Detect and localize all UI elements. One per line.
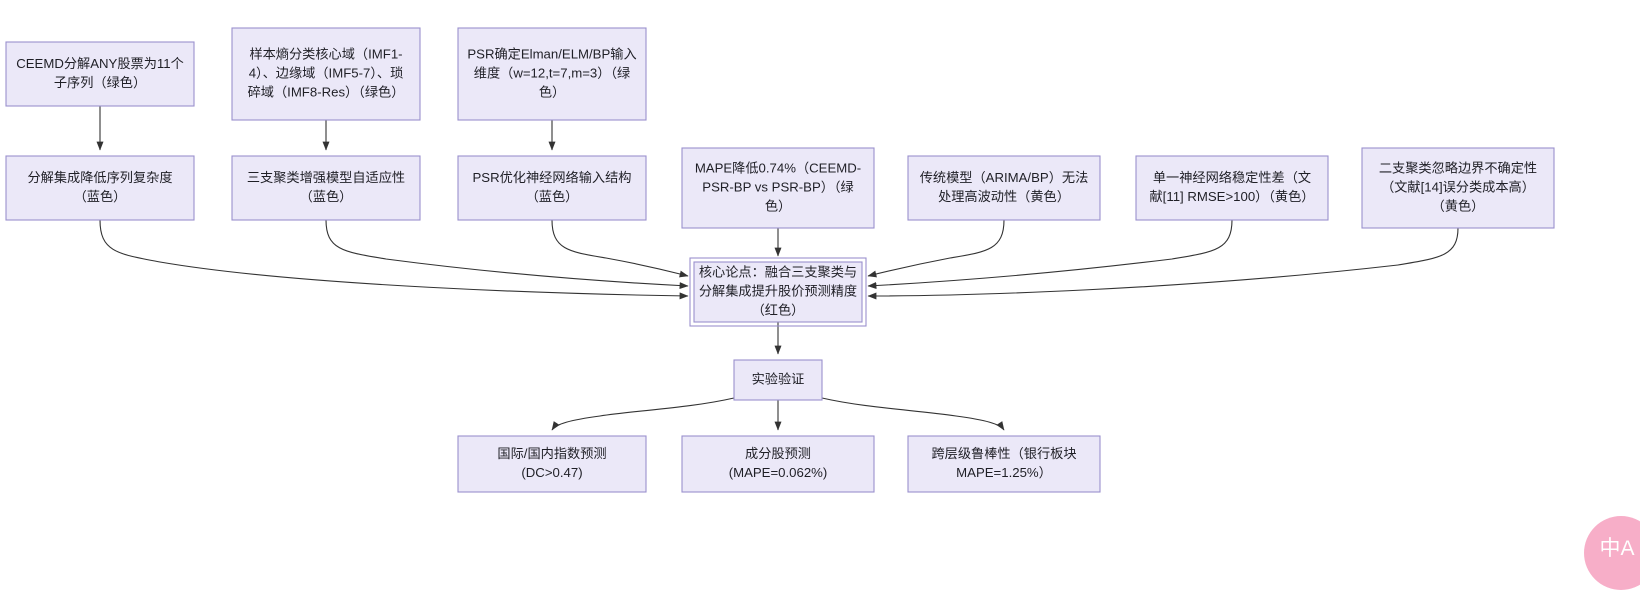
node-two-way-boundary[interactable]: 二支聚类忽略边界不确定性 （文献[14]误分类成本高） （黄色） bbox=[1361, 147, 1555, 229]
edge-n-single-nn-unstable-to-n-core-claim bbox=[867, 219, 1233, 290]
node-psr-optimize[interactable]: PSR优化神经网络输入结构 （蓝色） bbox=[457, 155, 647, 221]
edge-n-three-way-adaptive-to-n-core-claim bbox=[325, 219, 689, 290]
edge-n-experiment-to-n-index-forecast bbox=[551, 397, 735, 431]
node-three-way-adaptive[interactable]: 三支聚类增强模型自适应性 （蓝色） bbox=[231, 155, 421, 221]
node-reduce-complexity[interactable]: 分解集成降低序列复杂度 （蓝色） bbox=[5, 155, 195, 221]
node-text-line: 分解集成降低序列复杂度 bbox=[27, 170, 172, 185]
edge-n-two-way-boundary-to-n-core-claim bbox=[867, 227, 1459, 300]
node-text-line: （蓝色） bbox=[526, 188, 579, 204]
node-text-line: （文献[14]误分类成本高） bbox=[1381, 178, 1535, 194]
node-text-line: 献[11] RMSE>100）（黄色） bbox=[1149, 188, 1314, 204]
node-box bbox=[231, 155, 421, 221]
node-box bbox=[681, 147, 875, 229]
node-text-line: 分解集成提升股价预测精度 bbox=[699, 283, 857, 298]
node-text-line: 样本熵分类核心域（IMF1- bbox=[249, 46, 402, 61]
node-experiment[interactable]: 实验验证 bbox=[733, 359, 823, 401]
node-box bbox=[1135, 155, 1329, 221]
node-text-line: 成分股预测 bbox=[745, 446, 811, 461]
edge-n-traditional-model-to-n-core-claim bbox=[867, 219, 1005, 278]
node-box bbox=[693, 261, 863, 323]
node-outer-border bbox=[689, 257, 867, 327]
node-text-line: (MAPE=0.062%) bbox=[729, 465, 828, 480]
node-sample-entropy[interactable]: 样本熵分类核心域（IMF1- 4）、边缘域（IMF5-7）、琐碎域（IMF8-Re… bbox=[231, 27, 421, 121]
node-index-forecast[interactable]: 国际/国内指数预测 (DC>0.47) bbox=[457, 435, 647, 493]
node-text-line: 4）、边缘域（IMF5-7）、琐 bbox=[249, 64, 404, 80]
flowchart-canvas: CEEMD分解ANY股票为11个子序列（绿色） 样本熵分类核心域（IMF1- 4）、… bbox=[5, 27, 1640, 590]
node-text-line: PSR-BP vs PSR-BP）（绿 bbox=[702, 179, 853, 194]
node-constituent-forecast[interactable]: 成分股预测 (MAPE=0.062%) bbox=[681, 435, 875, 493]
node-text-line: （蓝色） bbox=[300, 188, 353, 204]
node-text-line: 三支聚类增强模型自适应性 bbox=[247, 170, 405, 185]
node-text-line: 单一神经网络稳定性差（文 bbox=[1153, 170, 1311, 185]
node-text-line: CEEMD分解ANY股票为11个 bbox=[16, 56, 184, 71]
node-text-line: （红色） bbox=[752, 301, 805, 317]
node-text-line: （黄色） bbox=[1432, 197, 1485, 213]
edge-n-psr-optimize-to-n-core-claim bbox=[551, 219, 689, 278]
node-box bbox=[1361, 147, 1555, 229]
node-text-line: MAPE降低0.74%（CEEMD- bbox=[695, 160, 861, 175]
node-text-line: 核心论点：融合三支聚类与 bbox=[699, 264, 857, 279]
watermark-label: 中A bbox=[1599, 536, 1635, 560]
node-box bbox=[5, 155, 195, 221]
node-box bbox=[907, 435, 1101, 493]
node-text-line: 传统模型（ARIMA/BP）无法 bbox=[920, 170, 1089, 185]
node-box bbox=[457, 27, 647, 121]
node-box bbox=[733, 359, 823, 401]
node-text-line: 国际/国内指数预测 bbox=[497, 446, 606, 461]
node-text-line: PSR优化神经网络输入结构 bbox=[473, 170, 632, 185]
node-text-line: 实验验证 bbox=[752, 371, 805, 386]
node-text-line: 碎域（IMF8-Res）（绿色） bbox=[248, 83, 405, 99]
node-text-line: MAPE=1.25%） bbox=[956, 465, 1052, 480]
node-box bbox=[231, 27, 421, 121]
node-text-line: 子序列（绿色） bbox=[54, 74, 146, 90]
node-text-line: 二支聚类忽略边界不确定性 bbox=[1379, 160, 1537, 175]
edges-layer bbox=[96, 106, 1459, 431]
node-text-line: (DC>0.47) bbox=[521, 465, 582, 480]
node-text-line: （蓝色） bbox=[74, 188, 127, 204]
node-box bbox=[457, 155, 647, 221]
node-box bbox=[5, 41, 195, 107]
node-text-line: 色） bbox=[765, 197, 791, 213]
node-cross-level-robust[interactable]: 跨层级鲁棒性（银行板块 MAPE=1.25%） bbox=[907, 435, 1101, 493]
node-mape-drop[interactable]: MAPE降低0.74%（CEEMD- PSR-BP vs PSR-BP）（绿色） bbox=[681, 147, 875, 229]
node-text-line: 色） bbox=[539, 83, 565, 99]
edge-n-experiment-to-n-cross-level-robust bbox=[821, 397, 1005, 431]
node-box bbox=[457, 435, 647, 493]
node-box bbox=[681, 435, 875, 493]
edge-n-reduce-complexity-to-n-core-claim bbox=[99, 219, 689, 300]
node-text-line: 处理高波动性（黄色） bbox=[938, 188, 1070, 204]
node-text-line: PSR确定Elman/ELM/BP输入 bbox=[467, 46, 636, 61]
node-text-line: 维度（w=12,t=7,m=3）（绿 bbox=[474, 65, 630, 80]
node-text-line: 跨层级鲁棒性（银行板块 bbox=[931, 446, 1076, 461]
node-box bbox=[907, 155, 1101, 221]
node-single-nn-unstable[interactable]: 单一神经网络稳定性差（文献[11] RMSE>100）（黄色） bbox=[1135, 155, 1329, 221]
